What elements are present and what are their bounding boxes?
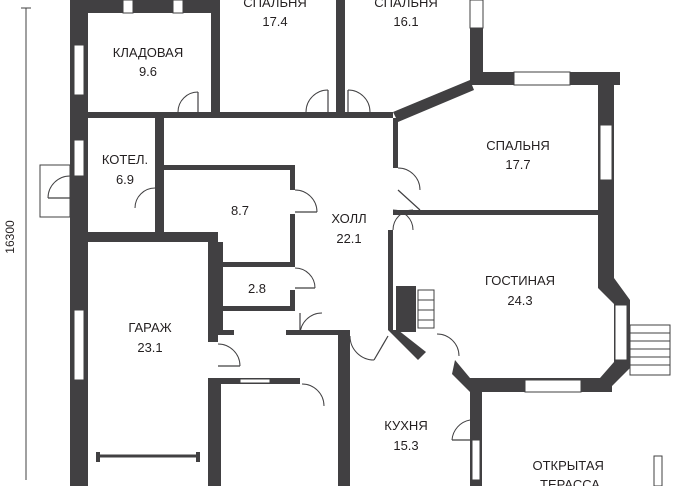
room-name: КЛАДОВАЯ [113, 45, 183, 60]
windows [73, 0, 628, 481]
room-name: СПАЛЬНЯ [243, 0, 307, 10]
terrace-stairs [629, 324, 671, 486]
room-hall: ХОЛЛ 22.1 [331, 211, 366, 246]
room-bedroom-2: СПАЛЬНЯ 16.1 [374, 0, 438, 29]
room-area: 17.4 [262, 14, 287, 29]
room-name: СПАЛЬНЯ [374, 0, 438, 10]
room-garage: ГАРАЖ 23.1 [128, 320, 171, 355]
room-living: ГОСТИНАЯ 24.3 [485, 273, 555, 308]
dimension-label: 16300 [3, 220, 17, 254]
room-boiler: КОТЕЛ. 6.9 [102, 152, 148, 187]
interior-walls [88, 112, 599, 486]
room-area: 8.7 [231, 203, 249, 218]
room-8-7: 8.7 [231, 203, 249, 218]
dimension-line [21, 7, 31, 480]
room-bedroom-1: СПАЛЬНЯ 17.4 [243, 0, 307, 29]
room-terrace: ОТКРЫТАЯ ТЕРАССА [533, 458, 608, 486]
room-name: СПАЛЬНЯ [486, 138, 550, 153]
room-name: ХОЛЛ [331, 211, 366, 226]
room-area: 2.8 [248, 281, 266, 296]
room-bedroom-3: СПАЛЬНЯ 17.7 [486, 138, 550, 172]
room-area: 9.6 [139, 64, 157, 79]
room-name: КОТЕЛ. [102, 152, 148, 167]
room-name: ГОСТИНАЯ [485, 273, 555, 288]
room-name: ГАРАЖ [128, 320, 171, 335]
terrace-line-1: ОТКРЫТАЯ [533, 458, 604, 473]
doors [39, 89, 471, 462]
room-storage: КЛАДОВАЯ 9.6 [113, 45, 183, 79]
room-area: 15.3 [393, 438, 418, 453]
room-area: 24.3 [507, 293, 532, 308]
terrace-line-2: ТЕРАССА [540, 477, 600, 486]
room-name: КУХНЯ [384, 418, 427, 433]
room-kitchen: КУХНЯ 15.3 [384, 418, 427, 453]
room-area: 22.1 [336, 231, 361, 246]
room-area: 16.1 [393, 14, 418, 29]
room-area: 17.7 [505, 157, 530, 172]
room-area: 23.1 [137, 340, 162, 355]
room-2-8: 2.8 [248, 281, 266, 296]
fireplace [417, 289, 435, 329]
room-area: 6.9 [116, 172, 134, 187]
room-name: ОТКРЫТАЯ ТЕРАССА [533, 458, 608, 486]
